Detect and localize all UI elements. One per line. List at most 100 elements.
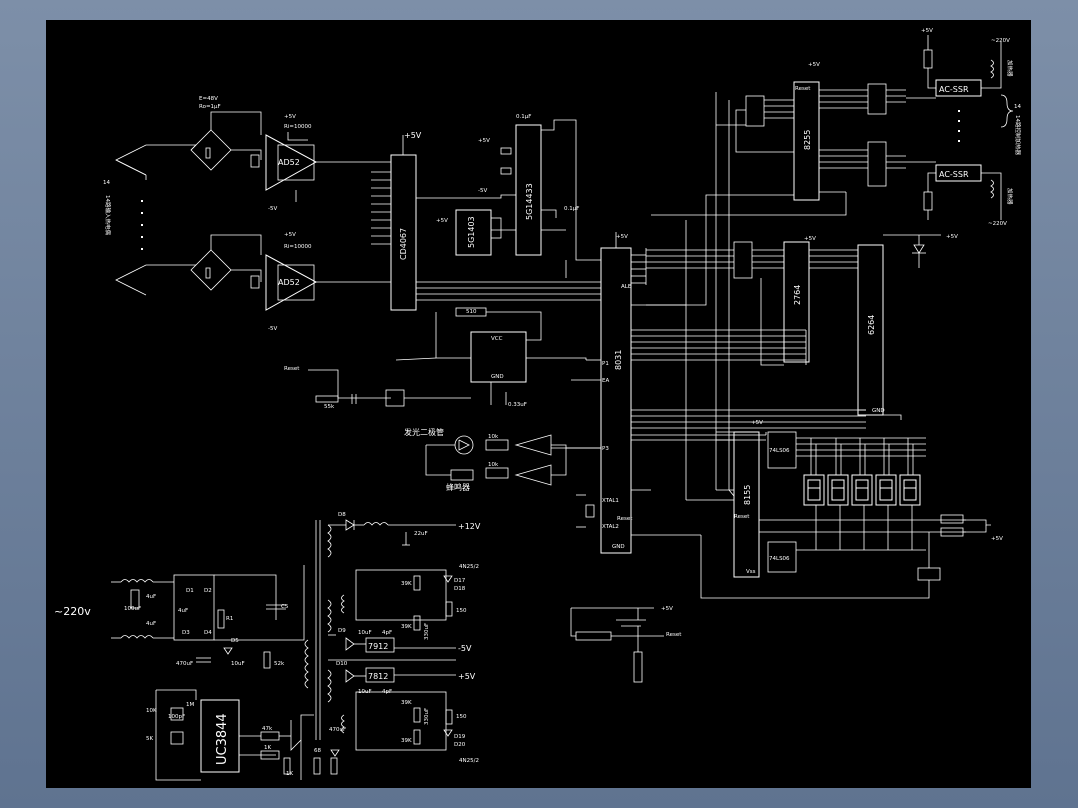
thermocouple-1 [115,144,196,176]
cpu-xtal1: XTAL1 [602,498,619,504]
ppi-vcc: +5V [808,62,820,68]
cap-330uf-a: 330uF [424,623,430,640]
ad52-2-box [277,264,315,301]
ad52-1-label: AD52 [278,158,300,167]
address-latch [733,241,753,279]
io8155-vss: Vss [746,569,756,575]
buzzer-resistor [485,467,509,479]
ls06-a-label: 74LS06 [769,448,790,454]
adc-cap2: 0.1μF [564,206,579,212]
eprom-box [783,241,810,363]
ppi-latch-c [867,141,887,187]
input-choke-top [120,579,154,583]
ssr-dots [958,110,960,142]
led-driver [514,434,552,456]
ppi-box [793,81,820,201]
transformer [304,520,332,740]
cpu-8031: 8031 +5V ALE XTAL1 XTAL2 GND Reset EA P1… [551,232,866,554]
reset-push-button: +5V Reset [570,606,682,683]
ri-1-label: Ri=10000 [284,124,312,130]
channel-dots [141,200,143,250]
heater-top-label: 加热器 [1006,60,1014,77]
reset-input: Reset 55k [284,366,471,410]
ls06-b-box [767,541,797,573]
cap-330uf-b: 330uF [424,708,430,725]
input-4uf-a: 4uF [146,594,156,600]
cpu-reset: Reset [617,516,633,522]
r-10k-uc: 10K [146,708,157,714]
opamp1-vcc: +5V [284,114,296,120]
cap-470uf: 470uF [176,661,193,667]
ref-label: 5G1403 [467,216,476,248]
r-52k: 52k [274,661,285,667]
io8155-label: 8155 [743,485,752,505]
input-100uf: 100uF [124,606,141,612]
r-39k-c: 39K [401,700,412,706]
led-buzzer: 发光二极管 蜂鸣器 10k 10k [404,427,601,492]
cap-22uf: 22uF [414,531,428,537]
output-plus5v: +5V [458,672,476,681]
ad52-1-box [277,144,315,181]
timer-r510: 510 [466,309,477,315]
ac-input-label: ~220v [54,605,91,618]
left-channel-count: 14 [103,180,110,186]
sram-gnd: GND [872,408,885,414]
r-47k-label: 47k [262,726,273,732]
diode-d3: D3 [182,630,190,636]
opamp-ad52-2 [265,254,318,311]
io8155-vcc: +5V [751,420,763,426]
reset-label-left: Reset [284,366,300,372]
sram-6264: 6264 GND +5V [857,234,958,420]
sram-backup-diode [913,244,925,254]
c5-label: C5 [281,604,289,610]
ad52-2-label: AD52 [278,278,300,287]
ppi-latch-b [867,83,887,115]
adc-5g14433: 5G14433 0.1μF 0.1μF +5V -5V [478,114,601,261]
misc-wires [390,155,866,501]
led-symbol [454,435,474,455]
bridge-1 [190,129,232,171]
crystal [585,504,595,518]
cpu-label: 8031 [614,350,623,370]
ssr-vcc: +5V [921,28,933,34]
r-47k [260,731,280,741]
regulator-7912 [365,637,395,653]
ls06-b-label: 74LS06 [769,556,790,562]
reset-r55k: 55k [324,404,335,410]
output-minus5v: -5V [458,644,472,653]
buzzer-driver [514,464,552,486]
ppi-reset: Reset [795,86,811,92]
r-68: 68 [314,748,321,754]
r-1k-a-label: 1K [264,745,271,751]
cpu-xtal2: XTAL2 [602,524,619,530]
io8155-box [733,431,760,578]
diode-d4: D4 [204,630,212,636]
cpu-p3: P3 [602,446,609,452]
c-100pf: 100pF [168,714,185,720]
cap-4pf-a: 4pF [382,630,392,636]
cpu-box [600,247,632,554]
cpu-gnd: GND [612,544,625,550]
r-39k-b: 39K [401,624,412,630]
ac220-top: ~220V [991,38,1010,44]
timer-cap: 0.33uF [508,402,527,408]
rectifier-bridge [173,574,215,641]
r-39k-d: 39K [401,738,412,744]
r1-resistor [217,609,225,629]
diode-d17: D17 [454,578,466,584]
mux-address-bus [416,281,601,301]
ppi-label: 8255 [803,130,812,150]
key-switch [917,567,941,581]
opamp2-vcc: +5V [284,232,296,238]
sram-vcc: +5V [946,234,958,240]
regulator-7812-label: 7812 [368,672,388,681]
ssr-1-resistor [923,49,933,69]
key-resistor-1 [940,514,964,524]
ssr-section: AC-SSR AC-SSR +5V ~220V ~220V 加热器 14路控制加… [906,28,1022,227]
cpu-ea: EA [602,378,609,384]
sram-label: 6264 [867,315,876,335]
r-5k: 5K [146,736,153,742]
feedback-loop-top [355,569,447,621]
r-1m: 1M [186,702,194,708]
heater-mid-label: 14路控制加热器 [1014,115,1022,155]
